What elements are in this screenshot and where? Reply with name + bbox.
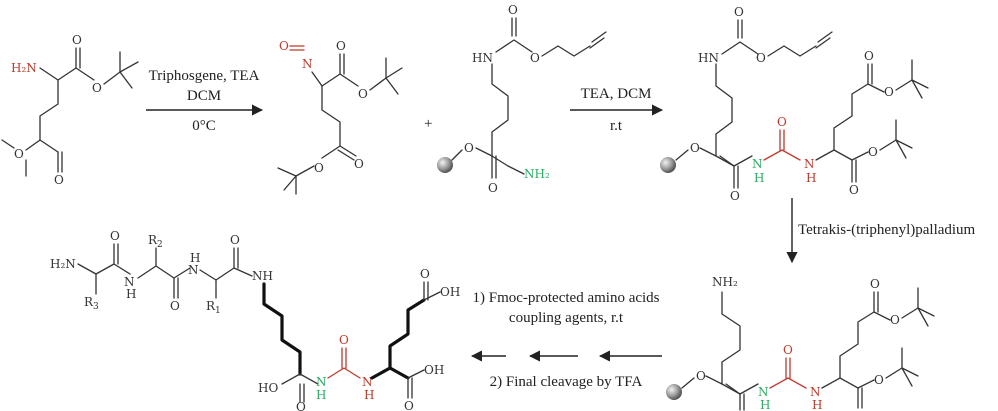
molecule-final-product: H₂N R3 O N H R2 O H N R1 O NH HO O N H xyxy=(50,229,460,411)
carbamate-nh-label: HN xyxy=(472,51,493,65)
ester-o-label: O xyxy=(314,161,324,175)
urea-h-label: H xyxy=(812,398,822,411)
ester-o-label: O xyxy=(464,141,474,155)
amide-nh-label: NH xyxy=(252,269,273,283)
amide-n-label: N xyxy=(188,263,199,277)
amine-label: H₂N xyxy=(11,61,37,75)
urea-h-label: H xyxy=(316,388,326,402)
amine-label: NH₂ xyxy=(712,275,738,289)
acid-oh-label: OH xyxy=(440,285,460,299)
molecule-protected-urea: O HN O O O N H O N H O O xyxy=(660,5,929,203)
resin-bead xyxy=(660,157,676,173)
r3-label: R3 xyxy=(84,295,99,312)
urea-o-label: O xyxy=(339,333,349,347)
r2-label: R2 xyxy=(148,233,163,250)
acid-oh-label: HO xyxy=(258,381,278,395)
plus-sign: + xyxy=(424,116,432,132)
ester-o-label: O xyxy=(890,313,900,327)
carbonyl-o-label: O xyxy=(54,173,64,187)
urea-o-label: O xyxy=(783,343,793,357)
amide-h-label: H xyxy=(126,287,136,301)
amine-label: NH₂ xyxy=(524,167,550,181)
resin-bead xyxy=(666,384,682,400)
carbonyl-o-label: O xyxy=(110,229,120,243)
condition-text: r.t xyxy=(610,118,623,134)
carbonyl-o-label: O xyxy=(72,33,82,47)
reaction-arrow-step2: TEA, DCM r.t xyxy=(570,86,664,134)
ester-o-label: O xyxy=(690,141,700,155)
temperature-text: 0°C xyxy=(192,118,216,134)
reaction-arrow-step1: Triphosgene, TEA DCM 0°C xyxy=(146,68,264,134)
reagent-text: coupling agents, r.t xyxy=(509,310,624,326)
reaction-arrow-step4: 1) Fmoc-protected amino acids coupling a… xyxy=(470,290,662,390)
solvent-text: DCM xyxy=(187,88,221,104)
urea-n-label: N xyxy=(752,157,763,171)
urea-n-label: N xyxy=(758,385,769,399)
r1-label: R1 xyxy=(206,299,221,316)
carbonyl-o-label: O xyxy=(508,3,518,17)
carbonyl-o-label: O xyxy=(730,189,740,203)
amide-h-label: H xyxy=(190,251,200,265)
carbonyl-o-label: O xyxy=(230,233,240,247)
amine-label: H₂N xyxy=(50,257,76,271)
urea-h-label: H xyxy=(364,388,374,402)
reagent-text: Triphosgene, TEA xyxy=(149,68,260,84)
urea-h-label: H xyxy=(760,398,770,411)
reaction-arrow-step3: Tetrakis-(triphenyl)palladium xyxy=(786,198,976,264)
carbonyl-o-label: O xyxy=(488,181,498,195)
carbonyl-o-label: O xyxy=(170,299,180,313)
carbonyl-o-label: O xyxy=(864,49,874,63)
ester-o-label: O xyxy=(874,373,884,387)
ester-o-label: O xyxy=(358,87,368,101)
molecule-resin-lysine: O HN O NH₂ O O xyxy=(437,3,607,195)
isocyanate-n-label: N xyxy=(302,57,313,71)
urea-n-label: N xyxy=(804,157,815,171)
molecule-glutamate-ester: H₂N O O O O xyxy=(1,33,139,187)
urea-n-label: N xyxy=(316,375,327,389)
carbonyl-o-label: O xyxy=(296,400,306,411)
urea-h-label: H xyxy=(806,171,816,185)
reagent-text: TEA, DCM xyxy=(581,86,652,102)
molecule-free-amine: NH₂ O N H O N H O O O xyxy=(666,275,935,411)
ester-o-label: O xyxy=(868,145,878,159)
carbonyl-o-label: O xyxy=(870,277,880,291)
urea-n-label: N xyxy=(362,375,373,389)
ester-o-label: O xyxy=(756,51,766,65)
urea-n-label: N xyxy=(810,385,821,399)
isocyanate-o-label: O xyxy=(279,39,289,53)
urea-o-label: O xyxy=(777,115,787,129)
reagent-text: 2) Final cleavage by TFA xyxy=(490,374,643,390)
ester-o-label: O xyxy=(884,85,894,99)
urea-h-label: H xyxy=(754,171,764,185)
ester-o-label: O xyxy=(92,81,102,95)
ester-o-label: O xyxy=(530,51,540,65)
carbonyl-o-label: O xyxy=(420,267,430,281)
amide-n-label: N xyxy=(124,275,135,289)
carbonyl-o-label: O xyxy=(354,157,364,171)
acid-oh-label: OH xyxy=(424,363,444,377)
carbonyl-o-label: O xyxy=(734,5,744,19)
carbonyl-o-label: O xyxy=(849,183,859,197)
molecule-isocyanate: O N O O O O xyxy=(277,39,403,195)
reagent-text: Tetrakis-(triphenyl)palladium xyxy=(798,222,976,238)
carbonyl-o-label: O xyxy=(336,39,346,53)
ester-o-label: O xyxy=(14,147,24,161)
reagent-text: 1) Fmoc-protected amino acids xyxy=(472,290,659,306)
carbonyl-o-label: O xyxy=(404,399,414,411)
resin-bead xyxy=(437,157,453,173)
carbamate-nh-label: HN xyxy=(698,51,719,65)
ester-o-label: O xyxy=(696,369,706,383)
